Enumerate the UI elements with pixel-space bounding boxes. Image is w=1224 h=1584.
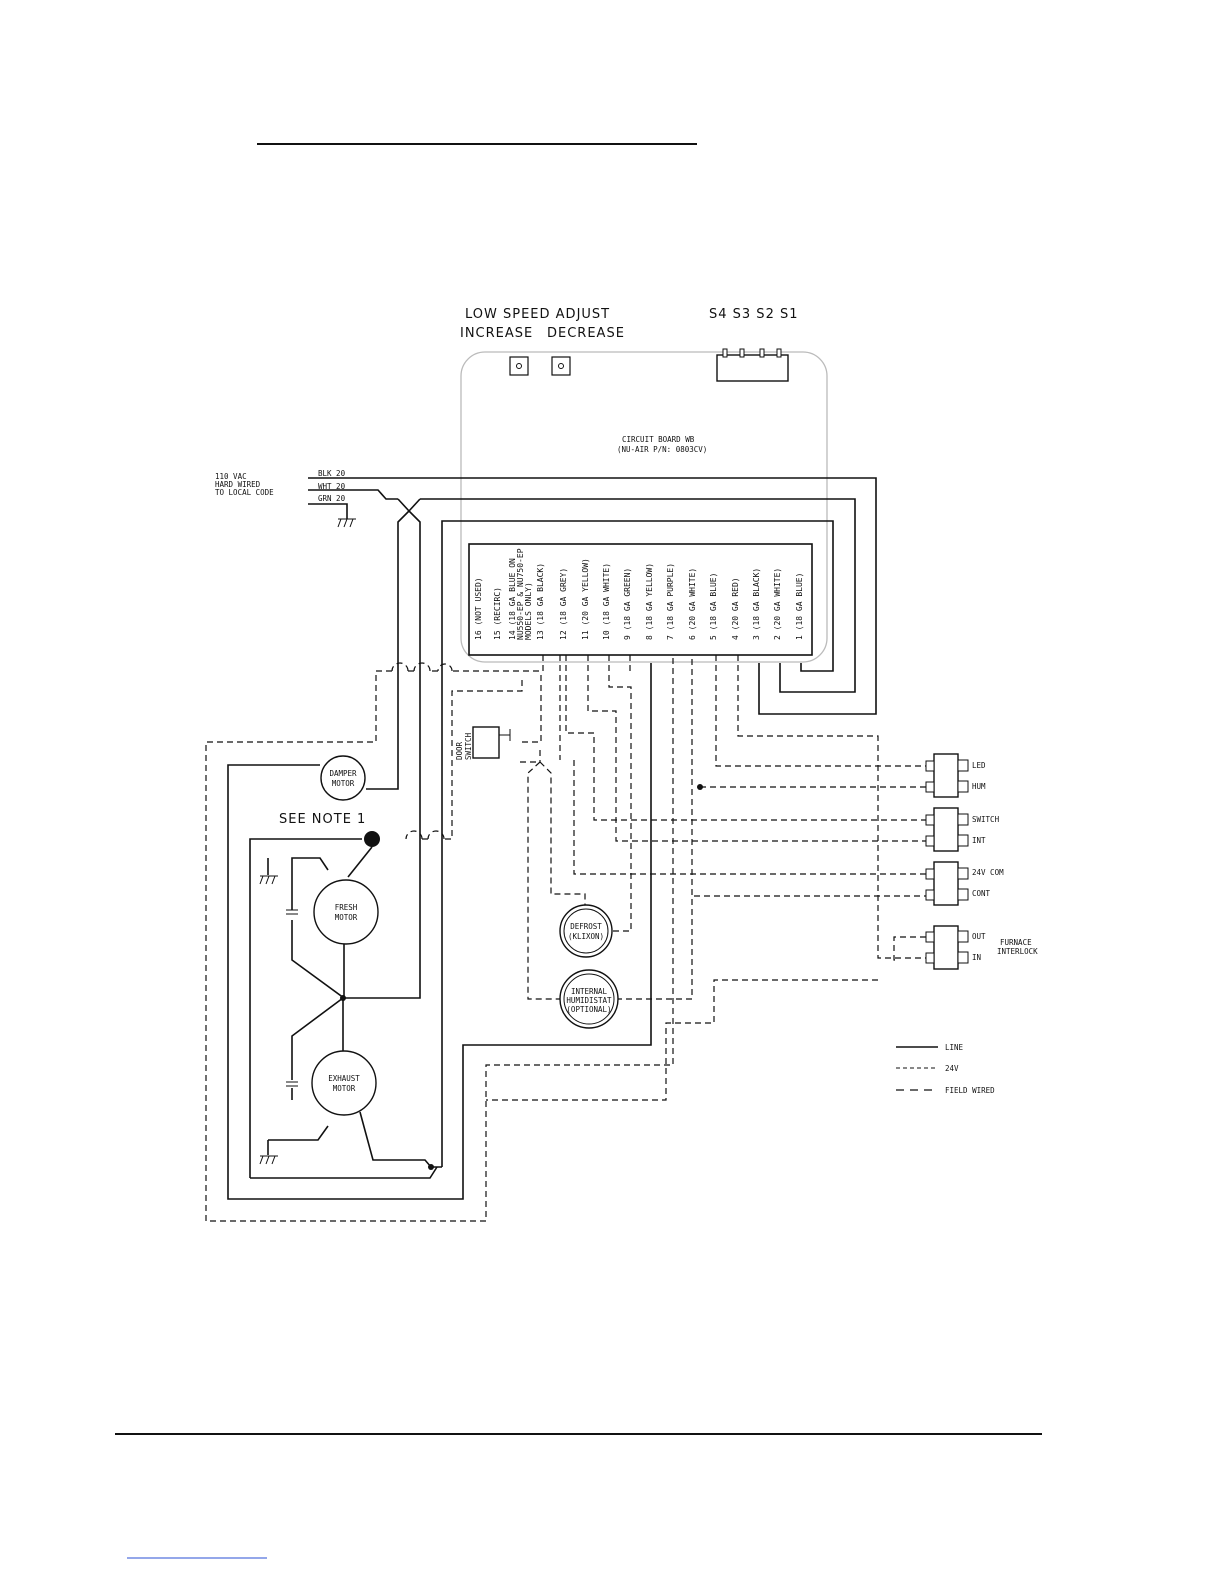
line-wires — [227, 477, 877, 1200]
see-note-junction — [364, 831, 380, 847]
terminal-hum-label: HUM — [972, 782, 986, 791]
legend — [896, 1046, 938, 1091]
wht-wire-label: WHT 20 — [318, 482, 346, 491]
pin-label: 9 (18 GA GREEN) — [623, 568, 632, 640]
low-voltage-wires — [205, 655, 926, 1222]
pin-label: 5 (18 GA BLUE) — [709, 573, 718, 640]
low-speed-adjust-label: LOW SPEED ADJUST — [465, 307, 610, 322]
decrease-button — [551, 356, 571, 376]
dip-switch — [716, 348, 789, 382]
grn-wire-label: GRN 20 — [318, 494, 346, 503]
blk-wire-label: BLK 20 — [318, 469, 346, 478]
pin-label: 14 (18 GA BLUE ON — [508, 558, 517, 640]
fresh-motor — [313, 879, 379, 945]
pin-labels: 16 (NOT USED) 15 (RECIRC) 14 (18 GA BLUE… — [474, 548, 804, 640]
supply-line-2: HARD WIRED — [215, 480, 261, 489]
pin-label: 11 (20 GA YELLOW) — [581, 558, 590, 640]
increase-button — [509, 356, 529, 376]
terminal-switch-label: SWITCH — [972, 815, 1000, 824]
pin-label: 7 (18 GA PURPLE) — [666, 563, 675, 640]
door-switch-label-1: DOOR — [455, 741, 464, 760]
terminal-in-label: IN — [972, 953, 981, 962]
pin-label: NU550-EP & NU750-EP — [516, 548, 525, 640]
pin-label: 4 (20 GA RED) — [731, 577, 740, 640]
terminal-led-label: LED — [972, 761, 986, 770]
pin-label: 6 (20 GA WHITE) — [688, 568, 697, 640]
legend-24v-label: 24V — [945, 1064, 959, 1073]
board-part-number: (NU-AIR P/N: 0803CV) — [617, 445, 707, 454]
pin-label: 2 (20 GA WHITE) — [773, 568, 782, 640]
internal-humidistat — [559, 969, 619, 1029]
fresh-motor-lead — [347, 846, 373, 878]
fresh-motor-label-1: FRESH — [335, 903, 358, 912]
door-switch-label-2: SWITCH — [464, 732, 473, 760]
increase-label: INCREASE — [460, 326, 533, 341]
pin-label: 16 (NOT USED) — [474, 577, 483, 640]
legend-field-label: FIELD WIRED — [945, 1086, 995, 1095]
terminal-block-led-hum — [925, 753, 969, 798]
exhaust-junction-dot — [428, 1164, 434, 1170]
see-note-label: SEE NOTE 1 — [279, 812, 366, 827]
hum-junction-dot — [697, 784, 703, 790]
pin-label: 1 (18 GA BLUE) — [795, 573, 804, 640]
pin-label: 8 (18 GA YELLOW) — [645, 563, 654, 640]
pin-label: 10 (18 GA WHITE) — [602, 563, 611, 640]
terminal-out-label: OUT — [972, 932, 986, 941]
humidistat-label-1: INTERNAL — [571, 987, 608, 996]
pin-label: 13 (18 GA BLACK) — [536, 563, 545, 640]
exhaust-motor-label-1: EXHAUST — [328, 1074, 360, 1083]
furnace-interlock-label-2: INTERLOCK — [997, 947, 1038, 956]
supply-line-1: 110 VAC — [215, 472, 247, 481]
damper-motor-label-2: MOTOR — [332, 779, 355, 788]
decrease-label: DECREASE — [547, 326, 625, 341]
humidistat-label-3: (OPTIONAL) — [566, 1005, 611, 1014]
terminal-block-com-cont — [925, 861, 969, 906]
defrost-label-2: (KLIXON) — [568, 932, 604, 941]
furnace-interlock-label-1: FURNACE — [1000, 938, 1032, 947]
terminal-block-furnace — [925, 925, 969, 970]
pin-label: MODELS ONLY) — [524, 582, 533, 640]
supply-line-3: TO LOCAL CODE — [215, 488, 274, 497]
terminal-block-switch-int — [925, 807, 969, 852]
pin-label: 3 (18 GA BLACK) — [752, 568, 761, 640]
wire-harness-connector — [468, 543, 813, 656]
circuit-board-outline — [460, 351, 828, 663]
terminal-int-label: INT — [972, 836, 986, 845]
defrost-klixon — [559, 904, 613, 958]
terminal-com-label: 24V COM — [972, 868, 1004, 877]
damper-motor — [320, 755, 366, 801]
pin-label: 15 (RECIRC) — [493, 587, 502, 640]
board-name: CIRCUIT BOARD WB — [622, 435, 695, 444]
dip-switch-labels: S4 S3 S2 S1 — [709, 307, 799, 322]
exhaust-motor-label-2: MOTOR — [333, 1084, 356, 1093]
humidistat-label-2: HUMIDISTAT — [566, 996, 612, 1005]
exhaust-motor — [311, 1050, 377, 1116]
damper-motor-label-1: DAMPER — [329, 769, 357, 778]
door-switch — [472, 726, 511, 759]
fresh-motor-label-2: MOTOR — [335, 913, 358, 922]
terminal-cont-label: CONT — [972, 889, 991, 898]
defrost-label-1: DEFROST — [570, 922, 602, 931]
pin-label: 12 (18 GA GREY) — [559, 568, 568, 640]
legend-line-label: LINE — [945, 1043, 964, 1052]
